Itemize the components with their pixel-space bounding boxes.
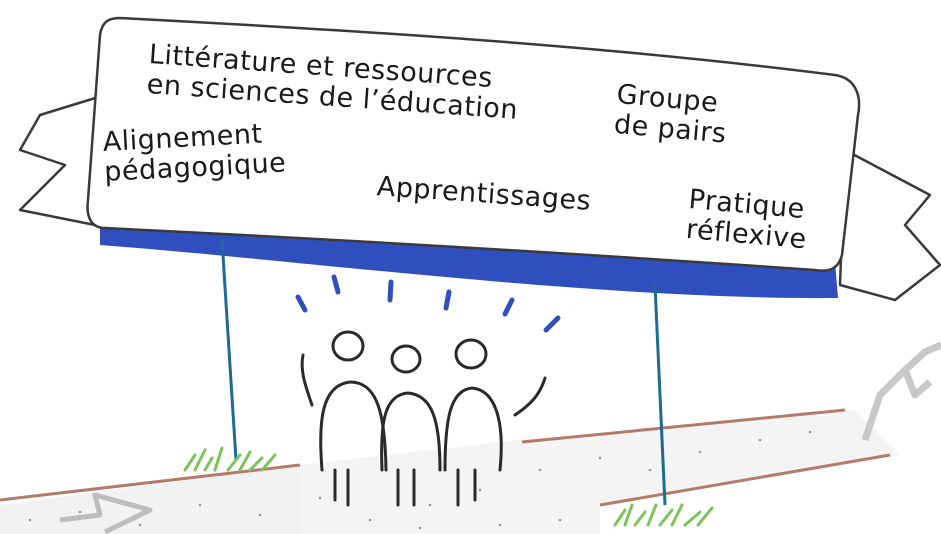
banner-poles — [220, 239, 667, 506]
mountain-icon — [861, 341, 941, 442]
excitement-marks — [295, 274, 561, 333]
grass-icon — [183, 446, 714, 527]
ribbon-banner-icon — [86, 16, 861, 272]
label-pedagogical-alignment: Alignement pédagogique — [101, 118, 287, 188]
banner-tail-right — [838, 148, 941, 302]
arrow-icon — [59, 492, 153, 534]
three-people-icon — [300, 330, 547, 507]
banner-shadow — [100, 220, 838, 299]
label-peer-group: Groupe de pairs — [612, 79, 728, 150]
label-reflective-practice: Pratique réflexive — [684, 184, 808, 256]
